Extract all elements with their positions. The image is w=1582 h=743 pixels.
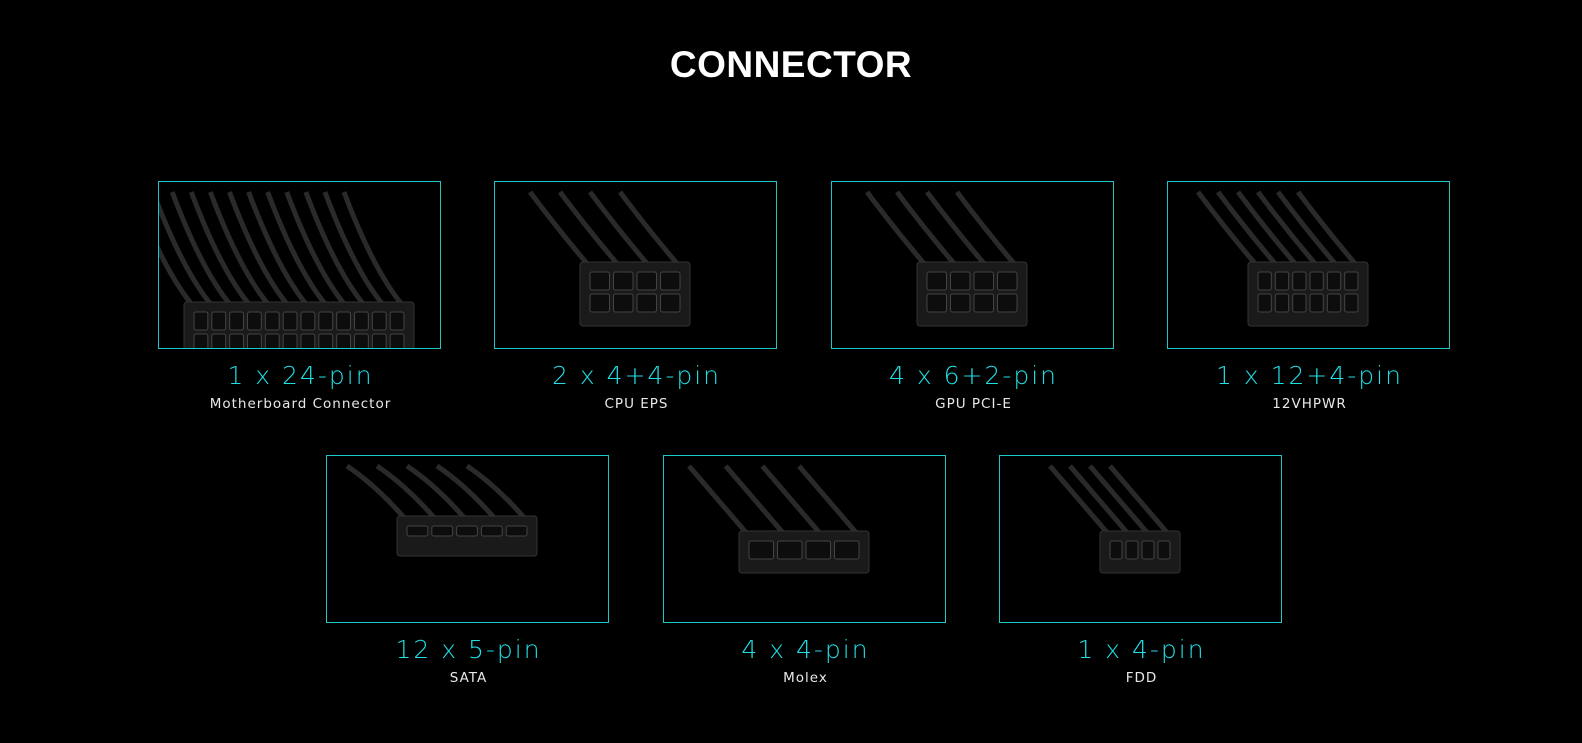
connector-card-fdd: 1 x 4-pin FDD (999, 455, 1284, 686)
connector-card-cpu: 2 x 4+4-pin CPU EPS (494, 181, 779, 412)
connector-label: GPU PCI-E (935, 396, 1012, 412)
connector-label: FDD (1125, 670, 1158, 686)
connector-count: 1 x 24-pin (227, 361, 374, 390)
connector-count: 12 x 5-pin (395, 635, 542, 664)
connector-image-sata (326, 455, 609, 623)
connector-card-12vhpwr: 1 x 12+4-pin 12VHPWR (1167, 181, 1452, 412)
connector-label: 12VHPWR (1272, 396, 1347, 412)
connector-label: SATA (449, 670, 488, 686)
connector-icon (1196, 190, 1369, 327)
connector-icon (159, 191, 415, 348)
connector-card-motherboard: 1 x 24-pin Motherboard Connector (158, 181, 443, 412)
connector-image-cpu-eps (494, 181, 777, 349)
connector-card-gpu: 4 x 6+2-pin GPU PCI-E (831, 181, 1116, 412)
connector-icon (687, 464, 870, 574)
connector-image-molex (663, 455, 946, 623)
connector-card-sata: 12 x 5-pin SATA (326, 455, 611, 686)
connector-card-molex: 4 x 4-pin Molex (663, 455, 948, 686)
connector-icon (528, 190, 691, 327)
connector-label: Motherboard Connector (209, 396, 392, 412)
connector-count: 1 x 12+4-pin (1216, 361, 1403, 390)
connector-label: CPU EPS (604, 396, 669, 412)
connector-image-12vhpwr (1167, 181, 1450, 349)
connector-label: Molex (783, 670, 828, 686)
connector-image-fdd (999, 455, 1282, 623)
connector-image-pcie (831, 181, 1114, 349)
connector-image-24pin (158, 181, 441, 349)
connector-count: 4 x 6+2-pin (888, 361, 1059, 390)
connector-icon (1048, 464, 1181, 574)
connector-count: 2 x 4+4-pin (551, 361, 722, 390)
section-title: CONNECTOR (669, 44, 913, 85)
connector-icon (345, 463, 538, 557)
connector-icon (865, 190, 1028, 327)
connector-count: 4 x 4-pin (741, 635, 870, 664)
connector-count: 1 x 4-pin (1077, 635, 1206, 664)
